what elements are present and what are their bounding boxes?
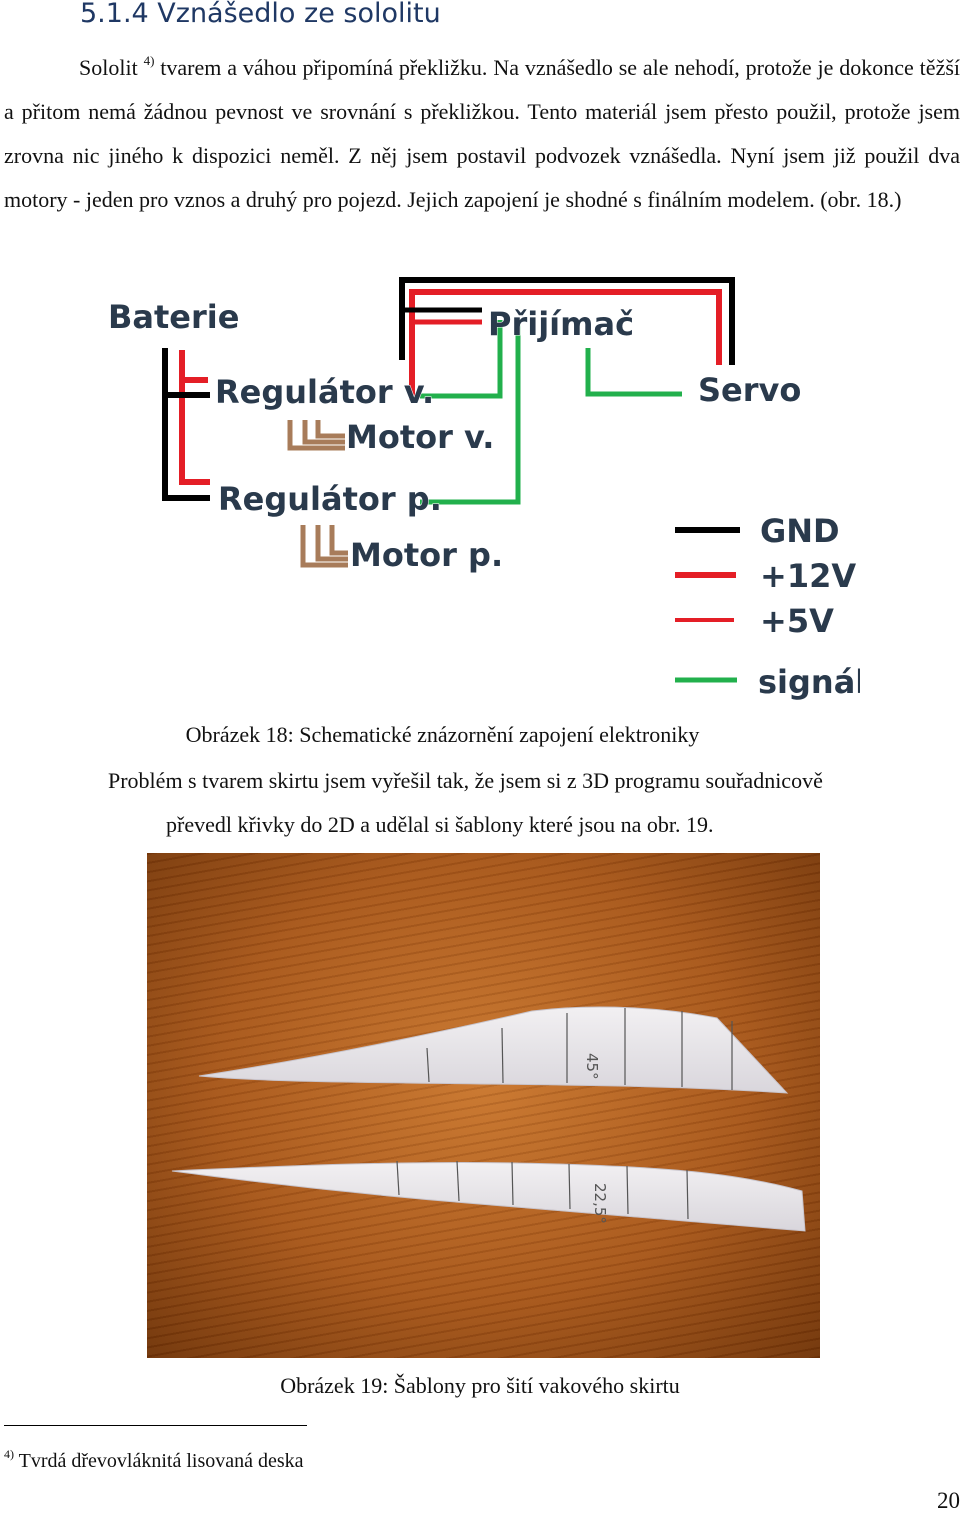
ground-wire-battery — [162, 348, 210, 501]
paragraph-skirt: Problém s tvarem skirtu jsem vyřešil tak… — [108, 759, 948, 847]
label-regulator-p: Regulátor p. — [218, 480, 442, 518]
template-bottom-mark: 22,5° — [591, 1183, 609, 1224]
footnote: 4) Tvrdá dřevovláknitá lisovaná deska — [4, 1447, 304, 1473]
power-wire-top — [409, 289, 722, 400]
power-wire-battery — [179, 350, 210, 485]
legend-label-gnd: GND — [760, 512, 840, 550]
paragraph-skirt-line-1: Problém s tvarem skirtu jsem vyřešil tak… — [108, 768, 823, 793]
legend-label-signal: signál — [758, 663, 860, 701]
signal-wire-regulator-v — [420, 320, 503, 399]
footnote-reference: 4) — [143, 53, 155, 68]
schematic-drawing: Baterie Přijímač Servo Regulátor v. Moto… — [108, 277, 860, 702]
lead-word: Sololit — [79, 55, 138, 80]
template-bottom-lines — [396, 1160, 689, 1220]
label-motor-p: Motor p. — [350, 536, 503, 574]
label-regulator-v: Regulátor v. — [215, 373, 434, 411]
legend: GND +12V +5V signál — [675, 512, 860, 702]
label-receiver: Přijímač — [488, 305, 634, 343]
figure-18-caption: Obrázek 18: Schematické znázornění zapoj… — [185, 722, 700, 747]
paragraph-body: tvarem a váhou připomíná překližku. Na v… — [4, 55, 960, 212]
signal-wire-servo — [585, 348, 682, 397]
legend-label-5v: +5V — [760, 602, 834, 640]
signal-wire-regulator-p — [420, 320, 521, 505]
template-top-mark: 45° — [583, 1053, 601, 1080]
paper-template-top — [198, 1006, 789, 1094]
section-title: Vznášedlo ze sololitu — [157, 0, 441, 29]
template-top-lines — [426, 1008, 733, 1090]
legend-label-12v: +12V — [760, 557, 856, 595]
label-servo: Servo — [698, 371, 801, 409]
motor-p-leads — [300, 525, 348, 568]
label-battery: Baterie — [108, 298, 239, 336]
figure-19-caption: Obrázek 19: Šablony pro šití vakového sk… — [280, 1373, 680, 1398]
footnote-mark: 4) — [4, 1447, 14, 1461]
label-motor-v: Motor v. — [346, 418, 494, 456]
page-number: 20 — [937, 1488, 960, 1513]
wiring-schematic: Baterie Přijímač Servo Regulátor v. Moto… — [100, 270, 860, 710]
photo-drawing: 45° 22,5° — [171, 1006, 806, 1232]
section-heading: 5.1.4 Vznášedlo ze sololitu — [80, 0, 441, 29]
paragraph-skirt-line-2: převedl křivky do 2D a udělal si šablony… — [166, 812, 714, 837]
footnote-text: Tvrdá dřevovláknitá lisovaná deska — [14, 1450, 304, 1472]
footnote-separator — [4, 1425, 307, 1426]
motor-v-leads — [287, 420, 345, 451]
paragraph-sololit: Sololit 4) tvarem a váhou připomíná přek… — [4, 46, 960, 222]
section-number: 5.1.4 — [80, 0, 149, 29]
paper-template-bottom — [171, 1162, 806, 1232]
ground-wire-top — [399, 277, 735, 365]
templates-photo: 45° 22,5° — [147, 853, 820, 1358]
